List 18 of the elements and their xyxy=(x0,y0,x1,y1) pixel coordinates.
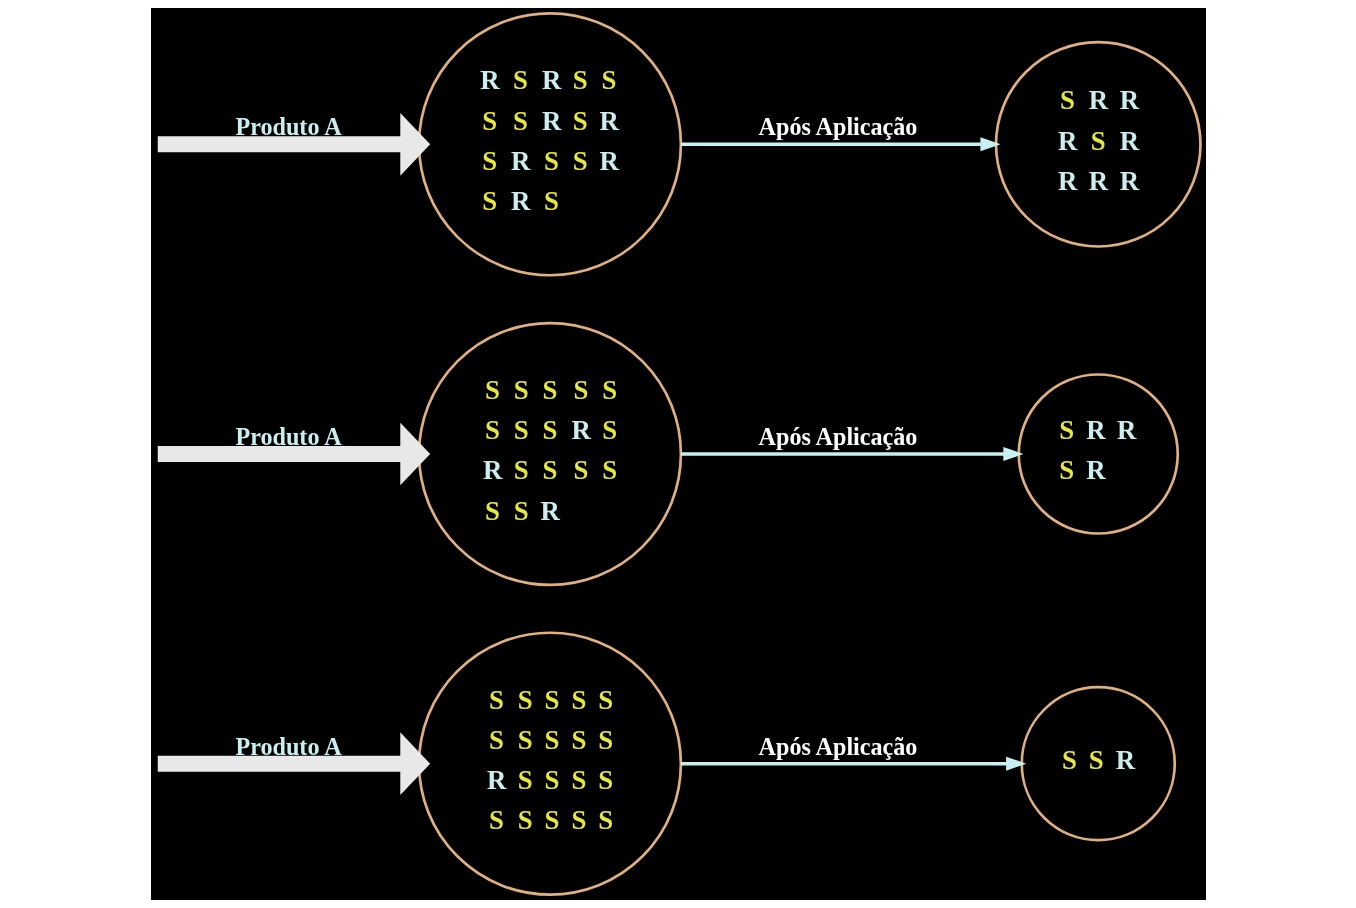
edge-label: Produto A xyxy=(234,732,342,760)
arrow xyxy=(157,732,430,796)
edge-label: Produto A xyxy=(234,423,342,451)
arrow xyxy=(680,756,1026,771)
node-circle: S S R xyxy=(1019,685,1176,842)
arrow xyxy=(157,112,430,176)
node-circle: R S R S S S S R S R S R S S R S R S xyxy=(417,12,682,277)
node-circle: S R R R S R R R R xyxy=(994,40,1202,248)
arrow xyxy=(680,137,1001,152)
edge-label: Após Aplicação xyxy=(758,732,917,760)
node-circle: S R R S R xyxy=(1016,373,1179,535)
node-circle: S S S S S S S S S S R S S S S S S S S S xyxy=(417,631,682,896)
edge-label: Produto A xyxy=(234,113,342,141)
edge-label: Após Aplicação xyxy=(758,423,917,451)
node-circle: S S S S S S S S R S R S S S S S S R xyxy=(417,321,682,587)
edge-label: Após Aplicação xyxy=(758,113,917,141)
arrow xyxy=(680,446,1023,462)
arrow xyxy=(157,422,430,486)
